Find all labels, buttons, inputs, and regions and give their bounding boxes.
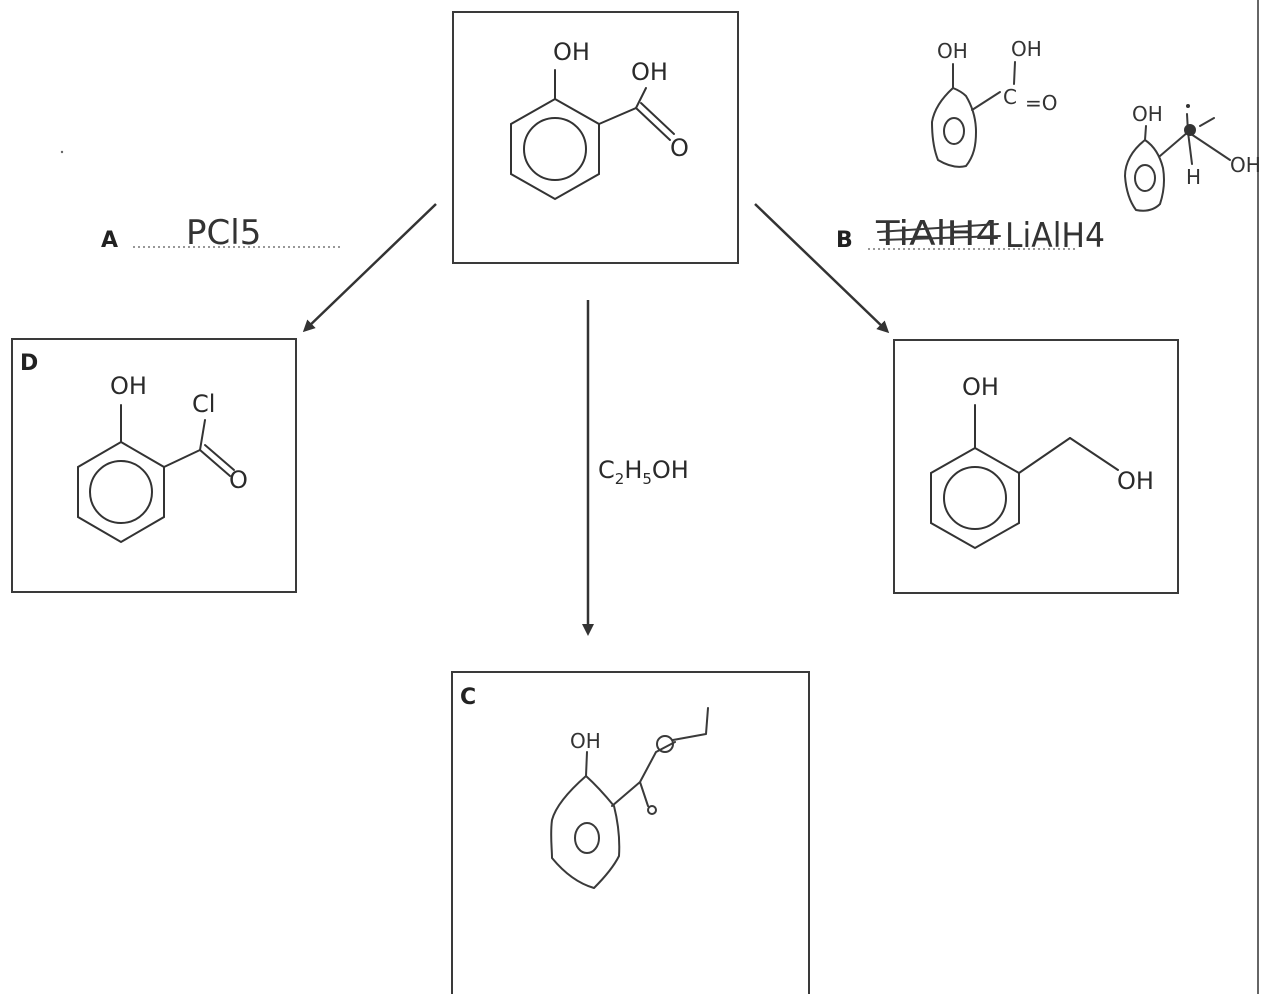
- product-d-oh-label: OH: [110, 372, 147, 400]
- product-c-structure: C OH: [451, 671, 810, 994]
- condition-b: B TiAlH4 LiAlH4: [836, 214, 1105, 256]
- product-c-box: [451, 671, 810, 994]
- sketch-right-oh2-label: OH: [1230, 153, 1261, 177]
- stray-dot: [60, 150, 64, 154]
- product-d-cl-label: Cl: [192, 390, 215, 418]
- product-d-box: [11, 338, 297, 593]
- condition-a-label: A: [101, 228, 118, 253]
- product-d-structure: D OH Cl O: [11, 338, 297, 593]
- product-b-structure: OH OH: [893, 339, 1179, 594]
- condition-a: A PCl5: [101, 213, 343, 253]
- reactant-box: [452, 11, 739, 264]
- product-d-o-label: O: [229, 466, 248, 494]
- sketch-top-oh2-label: OH: [1011, 37, 1042, 61]
- product-c-oh-label: OH: [570, 729, 601, 753]
- condition-b-label: B: [836, 228, 853, 253]
- condition-b-crossed-reagent: TiAlH4: [875, 214, 1000, 254]
- arrow-to-b-product: [754, 203, 890, 334]
- sketch-top-oh1-label: OH: [937, 39, 968, 63]
- sketch-dot-mark: [1186, 104, 1190, 108]
- product-c-label: C: [460, 685, 476, 710]
- condition-a-reagent: PCl5: [186, 213, 261, 253]
- sketch-top-eq-o-label: =O: [1025, 91, 1058, 115]
- sketch-right-h-label: H: [1186, 165, 1201, 189]
- product-d-label: D: [20, 351, 38, 376]
- center-cooh-oh-label: OH: [631, 58, 668, 86]
- product-b-oh1-label: OH: [962, 373, 999, 401]
- arrow-to-d: [302, 203, 437, 333]
- sketch-benzyl-alcohol: OH OH H: [1124, 102, 1261, 212]
- sketch-stereo-dot: [1184, 124, 1196, 136]
- salicylic-acid-structure: OH OH O: [452, 11, 739, 264]
- strikethrough-mark: [877, 223, 1001, 241]
- center-oh-label: OH: [553, 38, 590, 66]
- condition-c-reagent: C2H5OH: [598, 456, 689, 488]
- sketch-top-c-label: C: [1003, 85, 1017, 109]
- sketch-right-oh1-label: OH: [1132, 102, 1163, 126]
- condition-b-reagent: LiAlH4: [1005, 216, 1105, 256]
- sketch-salicylic-acid: OH OH C =O: [931, 37, 1058, 168]
- product-b-box: [893, 339, 1179, 594]
- product-b-oh2-label: OH: [1117, 467, 1154, 495]
- center-o-label: O: [670, 134, 689, 162]
